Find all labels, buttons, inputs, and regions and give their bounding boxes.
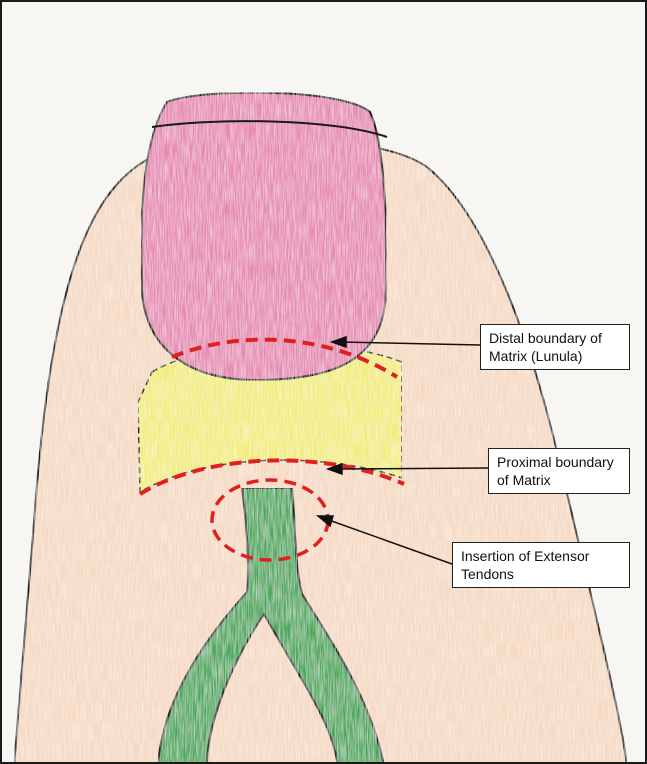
label-insertion-line1: Insertion of Extensor: [461, 547, 621, 565]
nail-plate: [141, 93, 386, 381]
label-proximal-line2: of Matrix: [497, 471, 621, 489]
label-insertion-tendons: Insertion of Extensor Tendons: [452, 542, 630, 588]
label-insertion-line2: Tendons: [461, 565, 621, 583]
label-distal-boundary: Distal boundary of Matrix (Lunula): [480, 324, 630, 370]
label-distal-line1: Distal boundary of: [489, 329, 621, 347]
label-proximal-boundary: Proximal boundary of Matrix: [488, 448, 630, 494]
label-distal-line2: Matrix (Lunula): [489, 347, 621, 365]
label-proximal-line1: Proximal boundary: [497, 453, 621, 471]
